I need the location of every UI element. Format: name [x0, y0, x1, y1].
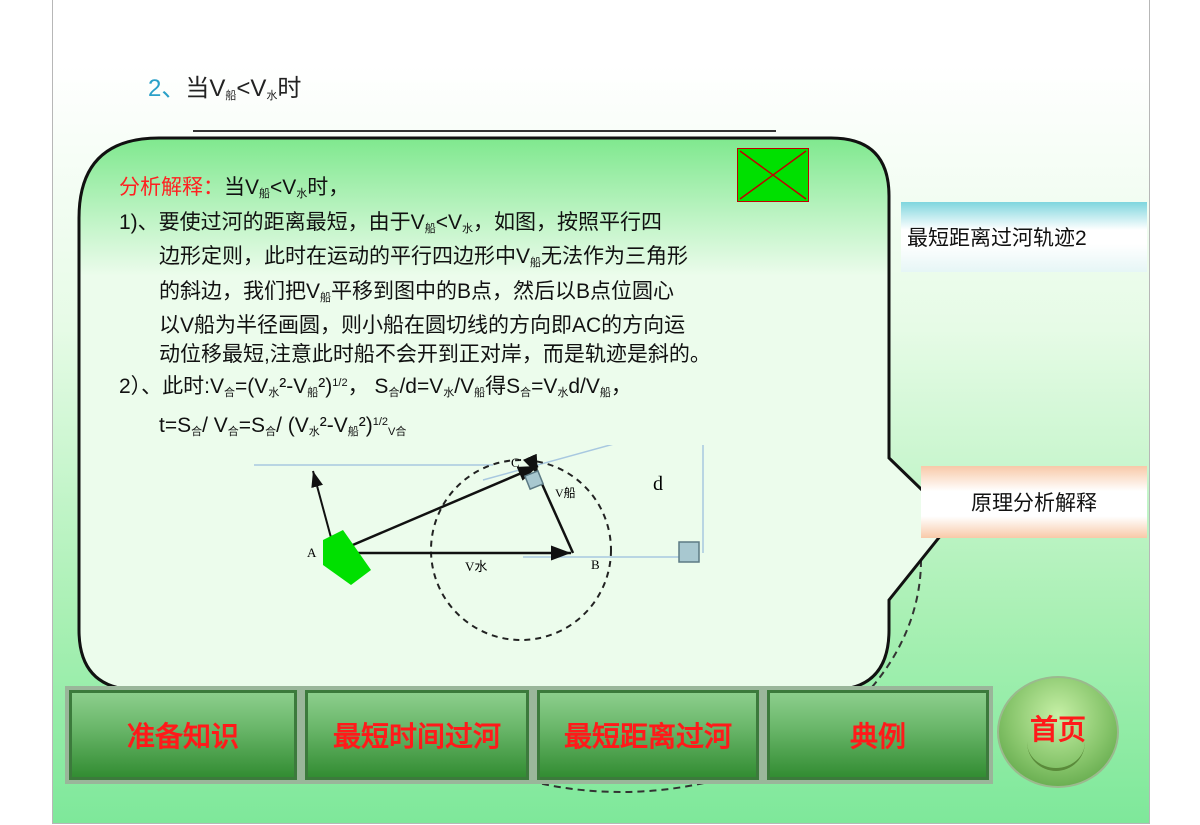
right-angle-marker: [678, 541, 700, 563]
analysis-point-1-line-4: 以V船为半径画圆，则小船在圆切线的方向即AC的方向运: [159, 314, 686, 337]
tangent-right-angle-marker: [523, 469, 545, 491]
smile-icon: [1027, 740, 1085, 771]
point-b-label: B: [591, 557, 600, 572]
analysis-point-2-line-2: t=S合/ V合=S合/ (V水²-V船²)1/2V合: [159, 413, 407, 438]
analysis-point-1-line-2: 边形定则，此时在运动的平行四边形中V船无法作为三角形: [159, 245, 689, 269]
nav-button-shortest-time[interactable]: 最短时间过河: [301, 686, 533, 784]
principle-analysis-button[interactable]: 原理分析解释: [921, 466, 1147, 538]
point-c-label: C: [511, 455, 520, 470]
v-boat-label: V船: [555, 486, 576, 500]
close-x-icon: [739, 150, 807, 200]
shortest-distance-trajectory-2-button[interactable]: 最短距离过河轨迹2: [901, 202, 1147, 272]
close-box-button[interactable]: [737, 148, 809, 202]
slide-title: 2、当V船<V水时: [148, 75, 302, 102]
analysis-line-1: 分析解释：当V船<V水时，: [119, 176, 350, 200]
vector-diagram: C A B V船 V水 d: [254, 445, 704, 641]
analysis-text: 分析解释：当V船<V水时， 1)、要使过河的距离最短，由于V船<V水，如图，按照…: [119, 174, 899, 446]
v-water-label: V水: [465, 559, 487, 574]
home-button[interactable]: 首页: [997, 676, 1119, 788]
analysis-point-1-line-3: 的斜边，我们把V船平移到图中的B点，然后以B点位圆心: [159, 279, 675, 304]
boat-shape: [323, 530, 371, 585]
v-resultant-arrow: [340, 464, 539, 552]
v-boat-arrow: [522, 453, 575, 554]
nav-button-examples[interactable]: 典例: [763, 686, 993, 784]
point-a-label: A: [307, 545, 317, 560]
analysis-point-2: 2）、此时:V合=(V水²-V船²)1/2， S合/d=V水/V船得S合=V水d…: [119, 375, 632, 399]
analysis-point-1-line-5: 动位移最短,注意此时船不会开到正对岸，而是轨迹是斜的。: [159, 342, 711, 366]
analysis-point-1: 1)、要使过河的距离最短，由于V船<V水，如图，按照平行四: [119, 210, 662, 235]
v-boat-original-arrow: [311, 470, 334, 546]
distance-d-label: d: [653, 473, 663, 495]
nav-button-prep-knowledge[interactable]: 准备知识: [65, 686, 301, 784]
v-boat-circle: [430, 459, 612, 641]
slide: 2、当V船<V水时 分析解释：当V船<V水时， 1)、要使过河的距离最短，由于V…: [52, 0, 1150, 824]
title-underline: [193, 130, 776, 132]
nav-button-shortest-distance[interactable]: 最短距离过河: [533, 686, 763, 784]
